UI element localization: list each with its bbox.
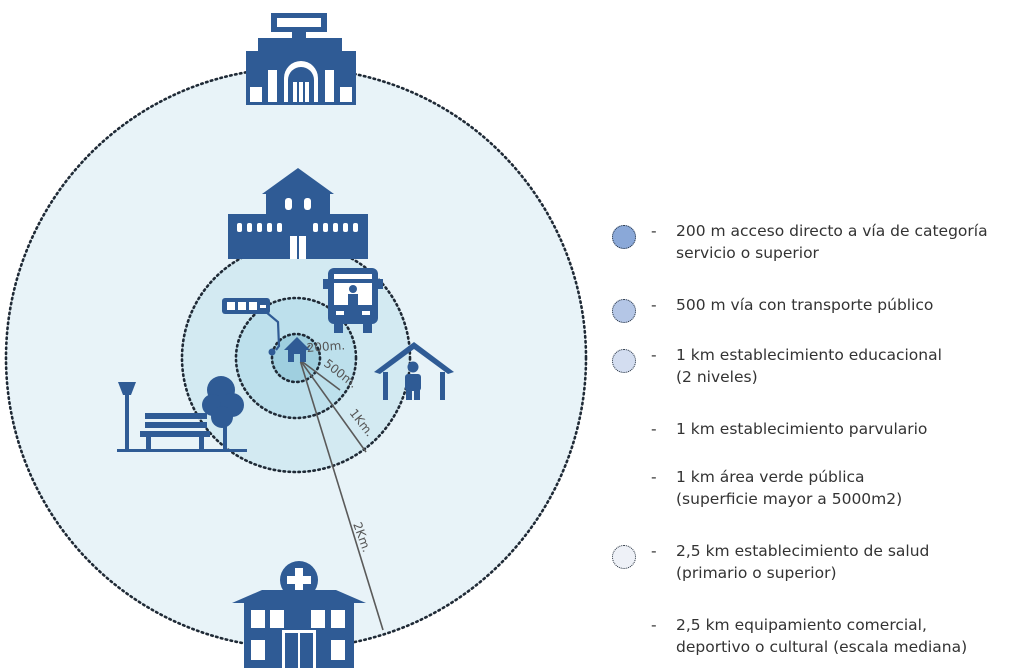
legend-text: 2,5 km establecimiento de salud (primari…	[676, 540, 1008, 584]
legend-dash: -	[651, 420, 657, 438]
legend-line: 1 km establecimiento educacional	[676, 346, 942, 364]
legend-text: 2,5 km equipamiento comercial, deportivo…	[676, 614, 1008, 658]
legend-dash: -	[651, 222, 657, 240]
radius-lines	[296, 344, 384, 631]
legend-dash: -	[651, 542, 657, 560]
legend-dash: -	[651, 346, 657, 364]
legend-text: 500 m vía con transporte público	[676, 294, 1008, 316]
swatch-200m-icon	[612, 225, 636, 249]
swatch-1km-icon	[612, 349, 636, 373]
legend-text: 1 km establecimiento educacional (2 nive…	[676, 344, 1008, 388]
legend-line: servicio o superior	[676, 244, 819, 262]
bus-icon	[323, 268, 383, 333]
legend-line: (2 niveles)	[676, 368, 758, 386]
legend-line: (superficie mayor a 5000m2)	[676, 490, 903, 508]
legend-dash: -	[651, 296, 657, 314]
kindergarten-icon	[374, 342, 454, 400]
radius-line-2km	[299, 359, 384, 631]
legend-dash: -	[651, 468, 657, 486]
legend-text: 200 m acceso directo a vía de categoría …	[676, 220, 1008, 264]
legend-text: 1 km establecimiento parvulario	[676, 418, 1008, 440]
radius-line-500m	[299, 359, 341, 391]
radius-line-1km	[299, 359, 367, 453]
legend-line: deportivo o cultural (escala mediana)	[676, 638, 968, 656]
legend-line: 2,5 km establecimiento de salud	[676, 542, 930, 560]
legend-line: 1 km área verde pública	[676, 468, 865, 486]
swatch-2-5km-icon	[612, 545, 636, 569]
legend-line: (primario o superior)	[676, 564, 837, 582]
park-bench-icon	[117, 413, 247, 452]
tree-icon	[202, 376, 244, 449]
public-building-icon	[246, 13, 356, 105]
legend-line: 200 m acceso directo a vía de categoría	[676, 222, 988, 240]
hospital-icon	[232, 561, 366, 668]
legend-text: 1 km área verde pública (superficie mayo…	[676, 466, 1008, 510]
home-icon	[284, 337, 310, 362]
legend-dash: -	[651, 616, 657, 634]
legend-line: 500 m vía con transporte público	[676, 296, 934, 314]
swatch-500m-icon	[612, 299, 636, 323]
legend-line: 1 km establecimiento parvulario	[676, 420, 928, 438]
legend: - 200 m acceso directo a vía de categorí…	[612, 0, 1008, 668]
school-icon	[228, 168, 368, 259]
bus-stop-icon	[222, 298, 281, 356]
label-200m: 200m.	[306, 338, 345, 355]
legend-line: 2,5 km equipamiento comercial,	[676, 616, 927, 634]
street-lamp-icon	[118, 382, 136, 450]
